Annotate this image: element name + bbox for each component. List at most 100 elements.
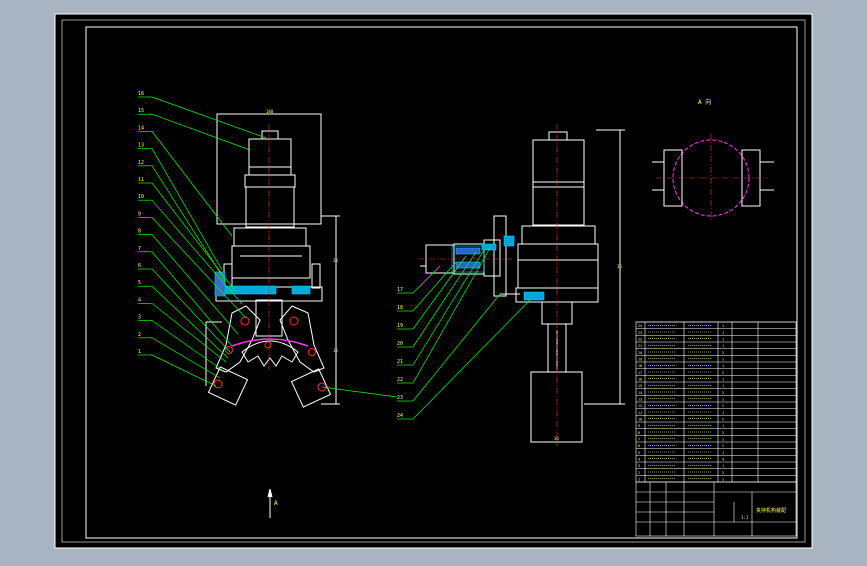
parts-row-qty-22: 1 bbox=[722, 338, 724, 342]
parts-row-no-1: 1 bbox=[638, 478, 640, 482]
front-pad-left bbox=[207, 366, 249, 406]
parts-row-no-3: 3 bbox=[638, 464, 640, 468]
side-leader-24 bbox=[412, 299, 531, 420]
title-block-frame bbox=[635, 481, 797, 537]
parts-row-qty-9: 1 bbox=[722, 424, 724, 428]
front-balloon-14: 14 bbox=[138, 125, 144, 131]
title-block-scale: 1:1 bbox=[741, 515, 749, 520]
parts-row-no-23: 23 bbox=[638, 331, 642, 335]
parts-row-no-19: 19 bbox=[638, 358, 642, 362]
front-leader-10 bbox=[151, 199, 243, 305]
front-balloon-6: 6 bbox=[138, 263, 141, 269]
front-leader-7 bbox=[151, 251, 233, 347]
front-pad-right bbox=[290, 368, 332, 408]
front-balloon-4: 4 bbox=[138, 297, 141, 303]
leader-pad-right bbox=[321, 386, 398, 398]
side-leader-18 bbox=[412, 261, 457, 312]
parts-row-no-22: 22 bbox=[638, 338, 642, 342]
front-balloon-12: 12 bbox=[138, 160, 144, 166]
front-balloon-15: 15 bbox=[138, 108, 144, 114]
front-jaw-profile bbox=[241, 340, 299, 367]
side-balloon-24: 24 bbox=[397, 413, 403, 419]
side-balloon-19: 19 bbox=[397, 323, 403, 329]
front-jaw-arc bbox=[231, 338, 309, 347]
parts-row-qty-15: 1 bbox=[722, 384, 724, 388]
parts-row-no-8: 8 bbox=[638, 431, 640, 435]
side-height-dimension: 36 bbox=[617, 264, 622, 269]
front-leader-5 bbox=[151, 285, 229, 359]
parts-row-no-20: 20 bbox=[638, 351, 642, 355]
side-pad-block bbox=[530, 371, 583, 443]
parts-row-qty-17: 2 bbox=[722, 371, 724, 375]
front-balloon-2: 2 bbox=[138, 332, 141, 338]
parts-row-no-6: 6 bbox=[638, 444, 640, 448]
parts-row-no-21: 21 bbox=[638, 344, 642, 348]
front-leader-2 bbox=[151, 337, 221, 379]
front-pin-7 bbox=[317, 382, 327, 392]
a-view: A 向 bbox=[652, 98, 774, 222]
parts-row-qty-18: 1 bbox=[722, 364, 724, 368]
side-balloon-21: 21 bbox=[397, 359, 403, 365]
parts-row-qty-13: 1 bbox=[722, 398, 724, 402]
front-pin-2 bbox=[289, 316, 299, 326]
parts-row-qty-19: 1 bbox=[722, 358, 724, 362]
parts-row-no-17: 17 bbox=[638, 371, 642, 375]
front-leader-1 bbox=[151, 354, 217, 387]
parts-row-no-14: 14 bbox=[638, 391, 642, 395]
parts-row-no-15: 15 bbox=[638, 384, 642, 388]
side-balloon-23: 23 bbox=[397, 395, 403, 401]
front-pin-6 bbox=[213, 379, 223, 389]
parts-row-qty-11: 1 bbox=[722, 411, 724, 415]
front-pin-4 bbox=[264, 341, 272, 349]
front-finger-right bbox=[279, 305, 325, 373]
parts-row-qty-5: 1 bbox=[722, 451, 724, 455]
front-leader-16 bbox=[151, 96, 267, 139]
front-bolt-right bbox=[311, 263, 321, 289]
title-block-drawing-title: 夹持机构装配 bbox=[756, 507, 786, 514]
side-motor-middle bbox=[532, 186, 585, 226]
parts-row-no-9: 9 bbox=[638, 424, 640, 428]
front-leader-6 bbox=[151, 268, 231, 353]
parts-row-no-5: 5 bbox=[638, 451, 640, 455]
front-balloon-7: 7 bbox=[138, 246, 141, 252]
side-centerlines bbox=[418, 124, 558, 446]
front-pin-5 bbox=[308, 348, 316, 356]
front-balloon-1: 1 bbox=[138, 349, 141, 355]
front-leader-3 bbox=[151, 320, 223, 371]
parts-row-no-11: 11 bbox=[638, 411, 642, 415]
front-leader-8 bbox=[151, 234, 239, 335]
parts-row-no-4: 4 bbox=[638, 458, 640, 462]
front-leader-13 bbox=[151, 148, 223, 271]
front-top-dimension: 180 bbox=[266, 109, 274, 114]
parts-row-qty-3: 1 bbox=[722, 464, 724, 468]
front-balloon-3: 3 bbox=[138, 315, 141, 321]
parts-row-qty-10: 2 bbox=[722, 418, 724, 422]
parts-row-qty-21: 1 bbox=[722, 344, 724, 348]
parts-row-qty-1: 1 bbox=[722, 478, 724, 482]
parts-row-no-13: 13 bbox=[638, 398, 642, 402]
front-view: 180 30 16 bbox=[205, 109, 340, 408]
drawing-sheet bbox=[54, 13, 813, 549]
parts-row-no-2: 2 bbox=[638, 471, 640, 475]
title-block: 夹持机构装配 1:1 bbox=[635, 481, 797, 537]
front-balloon-11: 11 bbox=[138, 177, 144, 183]
a-view-label: A 向 bbox=[698, 98, 711, 106]
parts-row-no-24: 24 bbox=[638, 324, 642, 328]
front-balloon-8: 8 bbox=[138, 229, 141, 235]
side-leader-19 bbox=[412, 255, 467, 330]
side-bottom-dimension: 30 bbox=[554, 436, 559, 441]
front-balloon-16: 16 bbox=[138, 91, 144, 97]
parts-row-no-16: 16 bbox=[638, 378, 642, 382]
front-balloon-13: 13 bbox=[138, 143, 144, 149]
front-pin-3 bbox=[225, 346, 233, 354]
parts-row-no-18: 18 bbox=[638, 364, 642, 368]
inner-frame bbox=[85, 26, 798, 539]
parts-row-no-12: 12 bbox=[638, 404, 642, 408]
section-marker: A bbox=[267, 488, 278, 518]
parts-row-qty-14: 2 bbox=[722, 391, 724, 395]
parts-row-qty-6: 2 bbox=[722, 444, 724, 448]
side-balloon-17: 17 bbox=[397, 287, 403, 293]
